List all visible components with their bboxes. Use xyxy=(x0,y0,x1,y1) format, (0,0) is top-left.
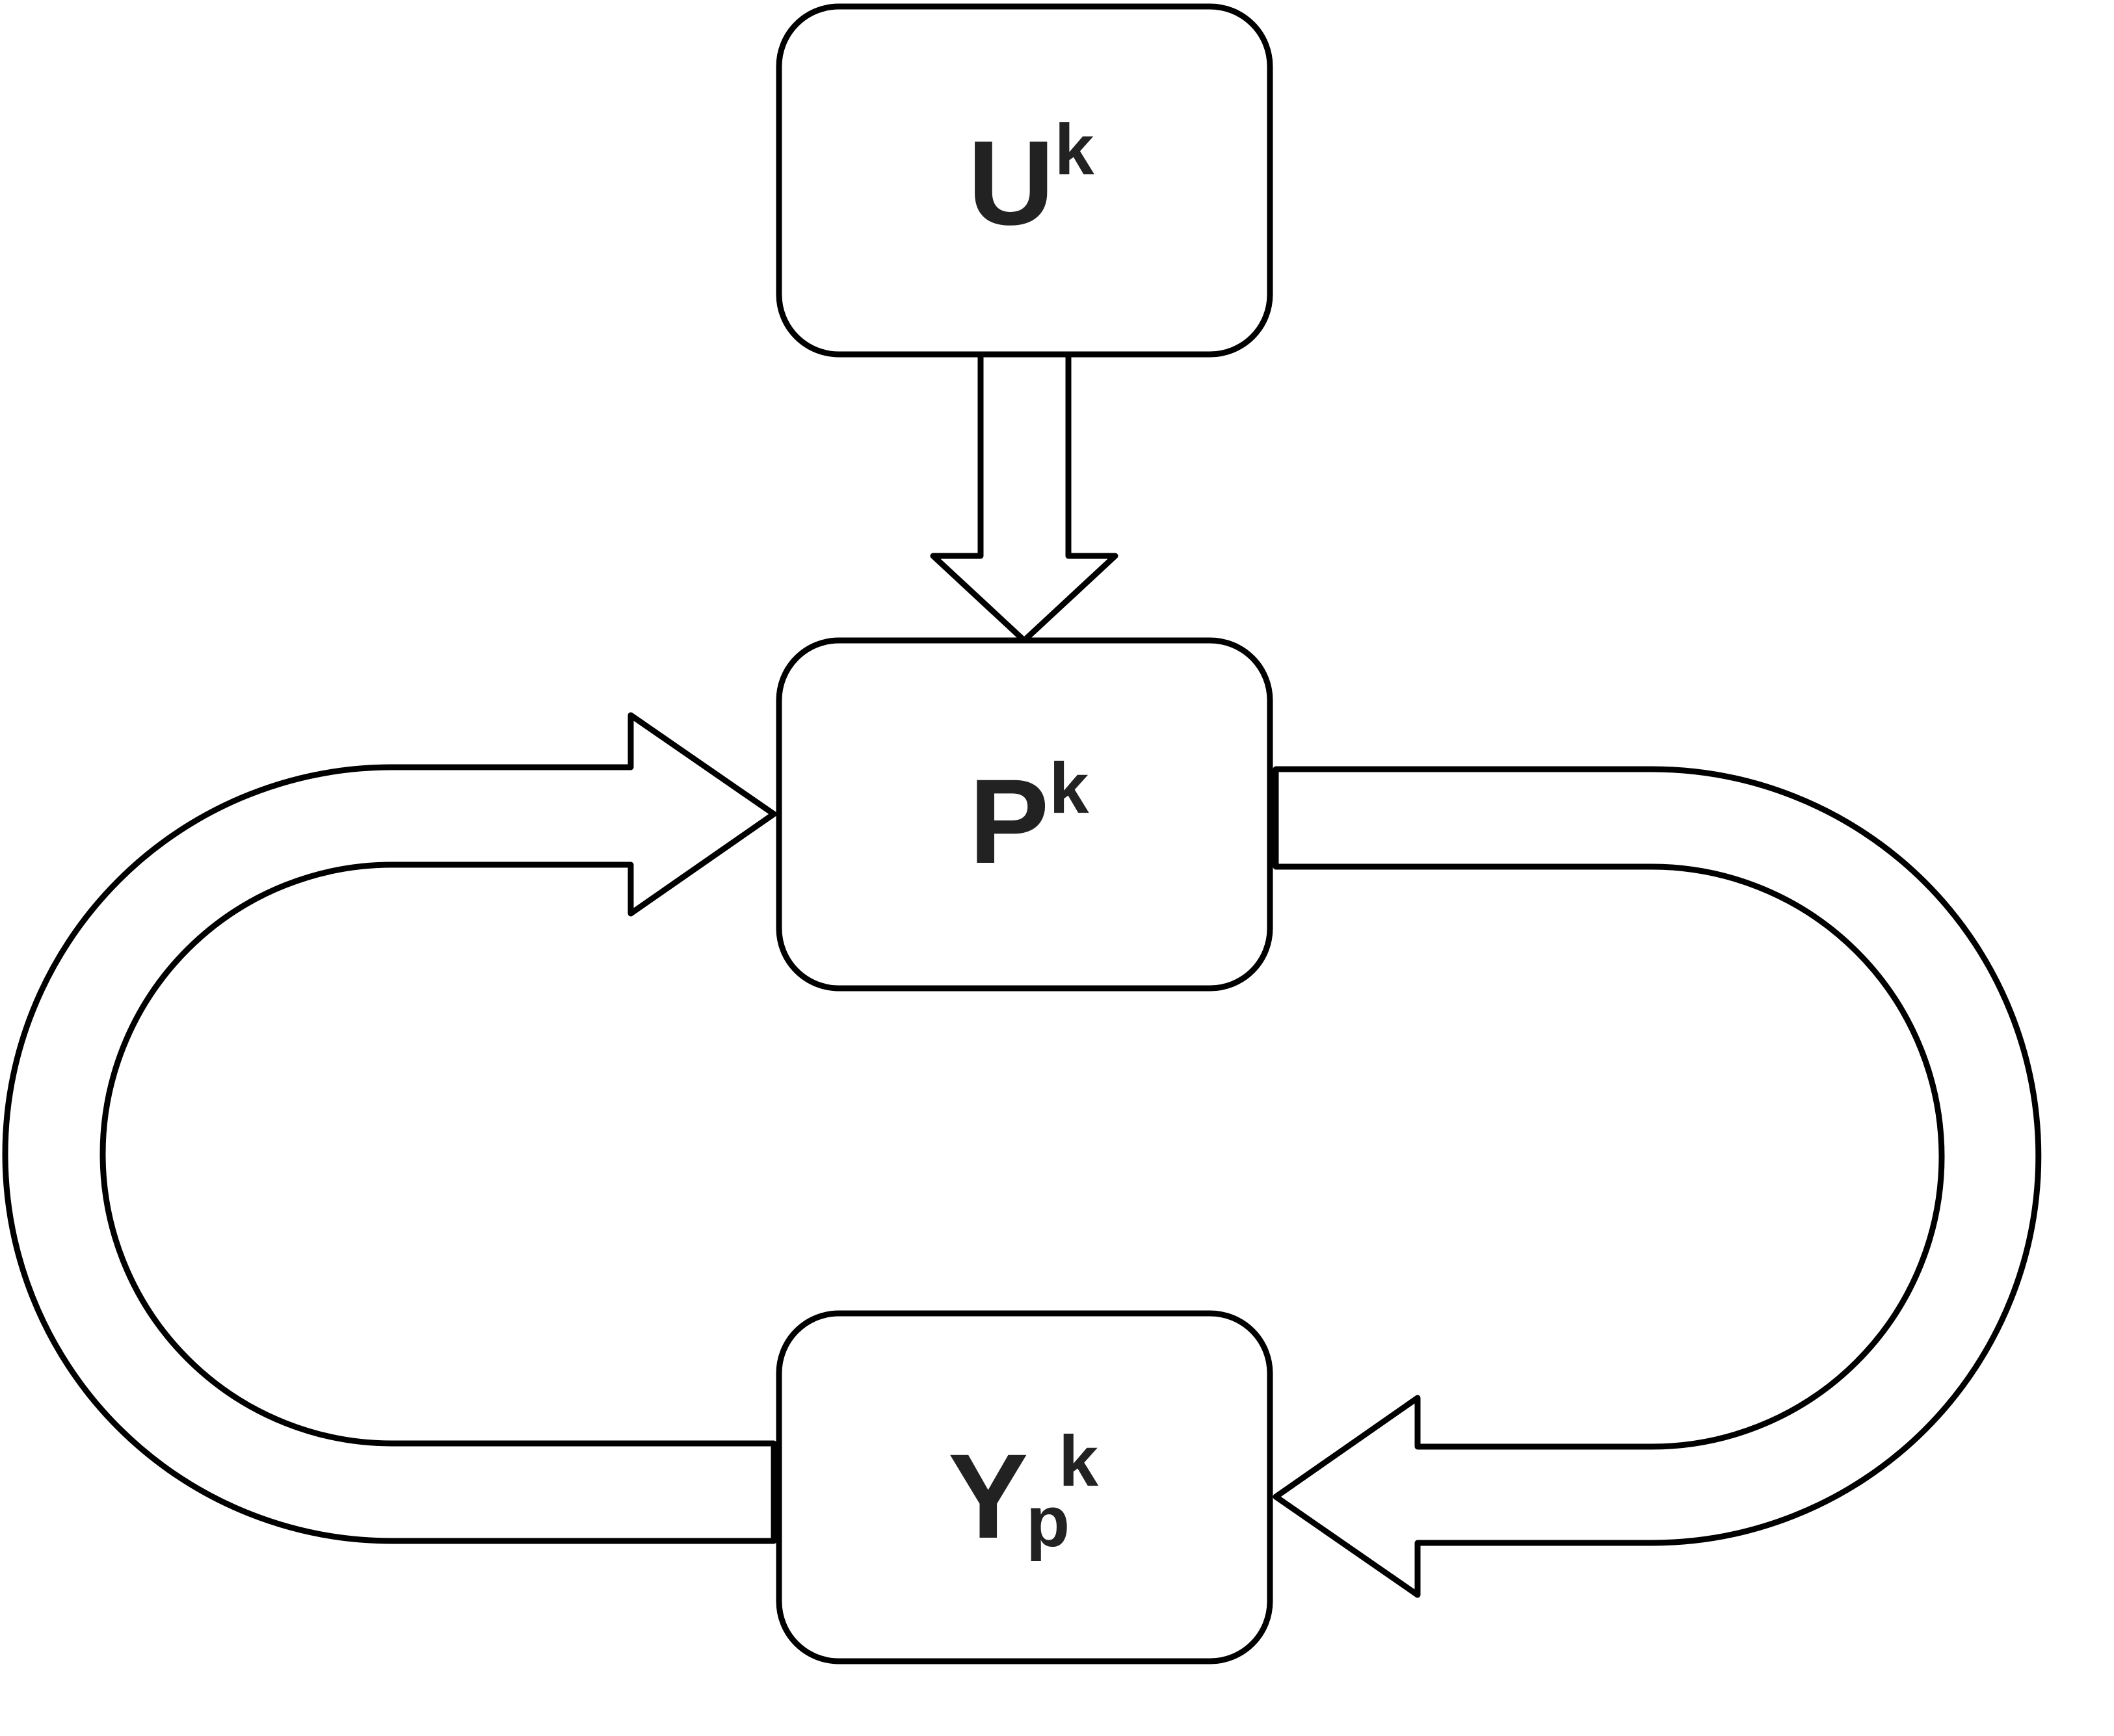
node-y-main: Y xyxy=(948,1430,1028,1564)
input-arrow-down xyxy=(930,351,1118,644)
feedback-arrow-left xyxy=(2,712,777,1544)
output-arrow-right xyxy=(1273,766,2042,1598)
node-u-label: Uk xyxy=(968,110,1095,250)
node-y-sub: p xyxy=(1026,1482,1070,1562)
node-u-main: U xyxy=(968,116,1055,250)
node-y-sup: k xyxy=(1059,1421,1099,1501)
node-y xyxy=(776,1310,1273,1664)
node-p-main: P xyxy=(969,755,1049,889)
node-u-sup: k xyxy=(1055,110,1095,190)
node-p xyxy=(776,637,1273,992)
node-p-sup: k xyxy=(1049,748,1089,828)
node-p-label: Pk xyxy=(969,748,1089,889)
